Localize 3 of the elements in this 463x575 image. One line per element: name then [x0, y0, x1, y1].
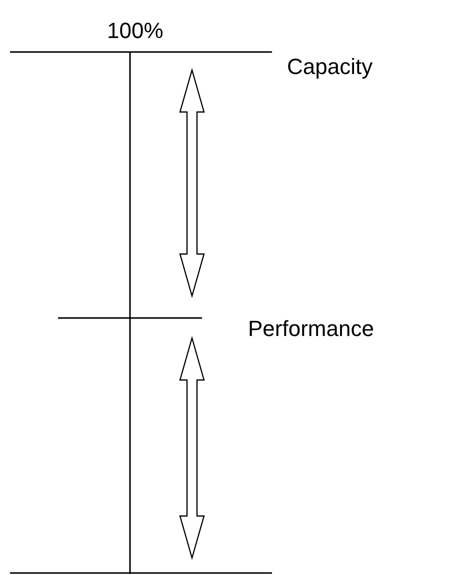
level-label: Capacity: [287, 56, 373, 78]
percent-label: 100%: [107, 20, 164, 42]
level-label: Performance: [248, 318, 374, 340]
